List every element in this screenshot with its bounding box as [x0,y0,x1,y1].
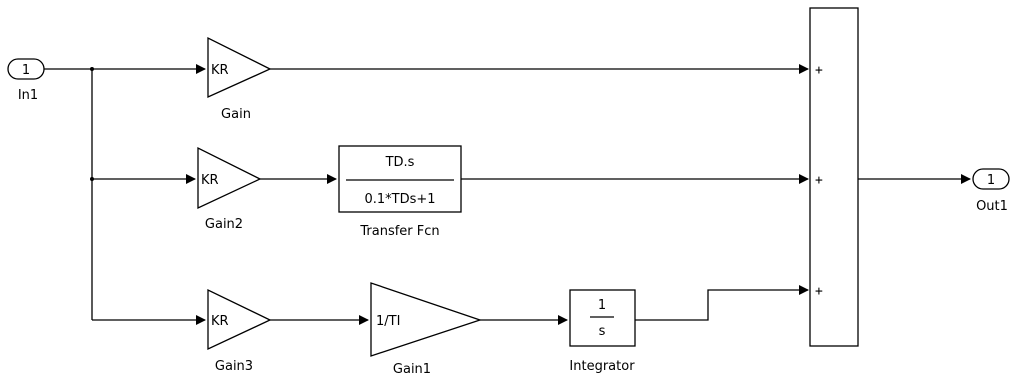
inport-number: 1 [22,63,30,78]
integrator-label: Integrator [569,359,635,374]
sum-sign-3: + [815,284,823,299]
gain-value: KR [211,63,229,78]
outport-out1[interactable]: 1 [972,168,1010,190]
transfer-fcn-block[interactable]: TD.s 0.1*TDs+1 [338,145,462,213]
signal-lines [44,64,971,325]
gain1-block[interactable]: 1/TI [370,282,483,357]
outport-number: 1 [987,173,995,188]
integrator-numerator: 1 [598,298,606,313]
sum-sign-1: + [815,63,823,78]
integrator-denominator: s [599,324,606,339]
gain-block[interactable]: KR [207,36,272,99]
gain3-block[interactable]: KR [207,288,272,351]
gain3-label: Gain3 [215,359,253,374]
outport-label: Out1 [976,199,1008,214]
gain2-label: Gain2 [205,217,243,232]
integrator-block[interactable]: 1 s [569,289,636,347]
gain1-label: Gain1 [393,362,431,377]
transfer-fcn-denominator: 0.1*TDs+1 [364,192,435,207]
gain-label: Gain [221,107,251,122]
gain2-value: KR [201,173,219,188]
line-integrator-to-sum[interactable] [635,285,809,321]
transfer-fcn-label: Transfer Fcn [359,224,439,239]
sum-block[interactable]: + + + [809,7,859,347]
inport-in1[interactable]: 1 [7,58,45,80]
gain1-value: 1/TI [376,314,400,329]
inport-label: In1 [18,88,38,103]
branch-point-top [90,67,94,71]
sum-sign-2: + [815,173,823,188]
gain3-value: KR [211,314,229,329]
branch-point-mid [90,177,94,181]
transfer-fcn-numerator: TD.s [385,155,415,170]
gain2-block[interactable]: KR [197,146,262,210]
